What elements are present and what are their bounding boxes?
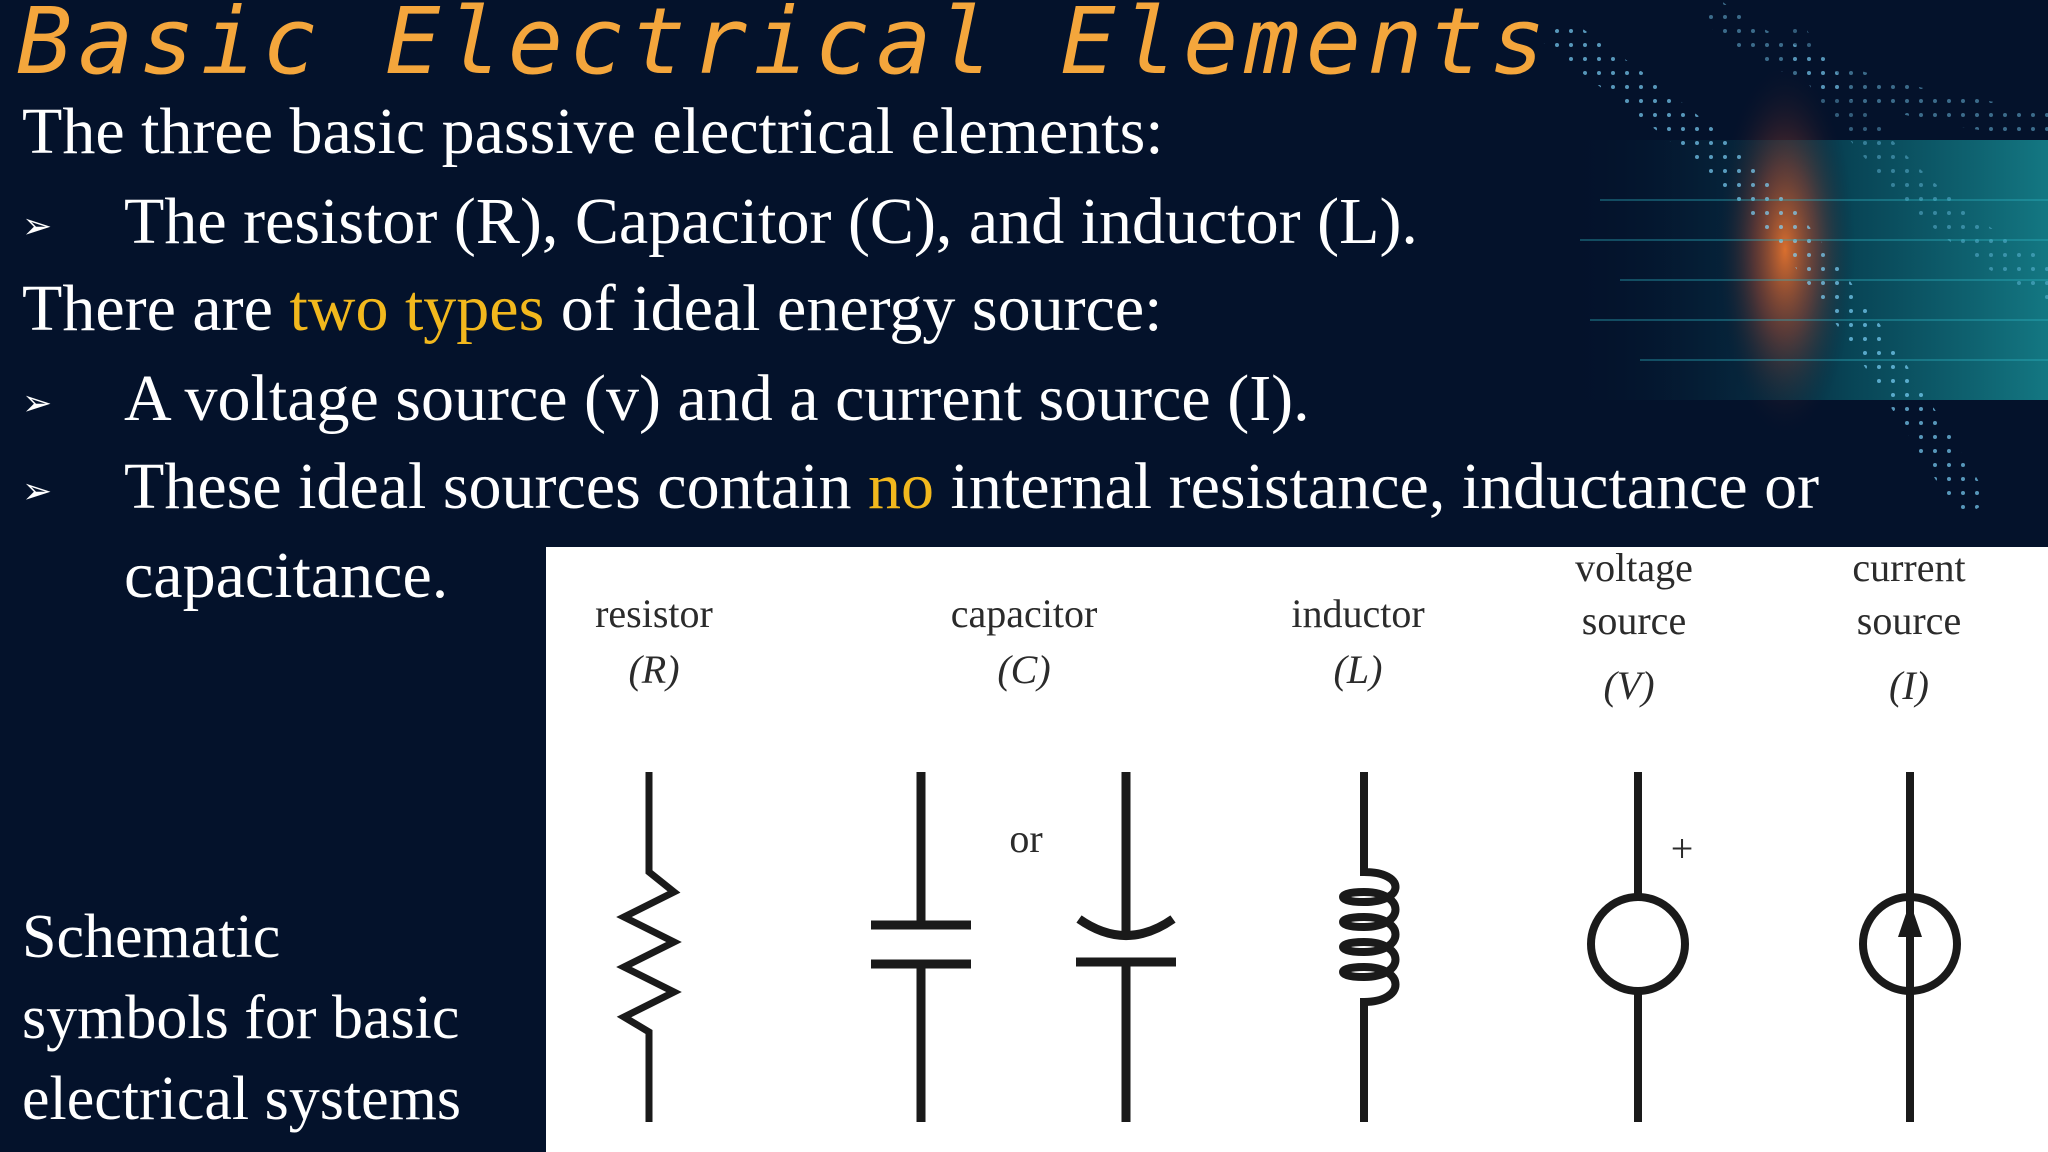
resistor-label: resistor [595, 591, 713, 636]
schematic-symbols-svg: resistor (R) capacitor (C) or i [595, 547, 1966, 1122]
inductor-abbrev: (L) [1334, 647, 1383, 692]
current-source-icon [1859, 772, 1961, 1122]
highlight-no: no [868, 450, 935, 523]
ideal-sources-line: These ideal sources contain no internal … [124, 450, 1820, 523]
caption-line-2: symbols for basic [22, 984, 460, 1052]
inductor-icon [1339, 772, 1400, 1122]
voltage-source-symbol: voltage source (V) + [1575, 547, 1693, 1122]
capacitor-curved-icon [1076, 772, 1176, 1122]
voltage-plus-sign: + [1671, 826, 1694, 871]
capacitor-label: capacitor [951, 591, 1098, 636]
schematic-symbols-figure: resistor (R) capacitor (C) or i [546, 547, 2048, 1152]
voltage-source-label-2: source [1582, 598, 1686, 643]
highlight-two-types: two types [289, 272, 545, 345]
slide-title: Basic Electrical Elements [16, 0, 1552, 95]
resistor-abbrev: (R) [628, 647, 679, 692]
voltage-source-abbrev: (V) [1603, 663, 1654, 708]
ideal-sources-line-cont: capacitance. [124, 539, 449, 612]
voltage-source-label-1: voltage [1575, 547, 1693, 590]
current-source-symbol: current source (I) [1852, 547, 1966, 1122]
resistor-symbol: resistor (R) [595, 591, 713, 1122]
current-source-abbrev: (I) [1889, 663, 1929, 708]
current-source-label-1: current [1852, 547, 1965, 590]
capacitor-symbol: capacitor (C) or [871, 591, 1176, 1122]
inductor-label: inductor [1291, 591, 1424, 636]
capacitor-or-label: or [1009, 816, 1042, 861]
voltage-source-icon [1587, 772, 1689, 1122]
bullet-arrow-icon: ➢ [22, 471, 53, 512]
capacitor-flat-icon [871, 772, 971, 1122]
bullet-arrow-icon: ➢ [22, 206, 53, 247]
inductor-symbol: inductor (L) [1291, 591, 1425, 1122]
sources-intro-line: There are two types of ideal energy sour… [22, 272, 1163, 345]
bullet-arrow-icon: ➢ [22, 383, 53, 424]
current-source-label-2: source [1857, 598, 1961, 643]
sources-line: A voltage source (v) and a current sourc… [124, 362, 1310, 435]
capacitor-abbrev: (C) [997, 647, 1050, 692]
caption-line-1: Schematic [22, 903, 281, 971]
caption-line-3: electrical systems [22, 1065, 461, 1133]
current-arrow-icon [1898, 902, 1922, 937]
resistor-icon [616, 772, 682, 1122]
passive-elements-line: The resistor (R), Capacitor (C), and ind… [124, 185, 1418, 258]
figure-caption: Schematic symbols for basic electrical s… [22, 897, 542, 1140]
intro-line-passive: The three basic passive electrical eleme… [22, 95, 1164, 168]
